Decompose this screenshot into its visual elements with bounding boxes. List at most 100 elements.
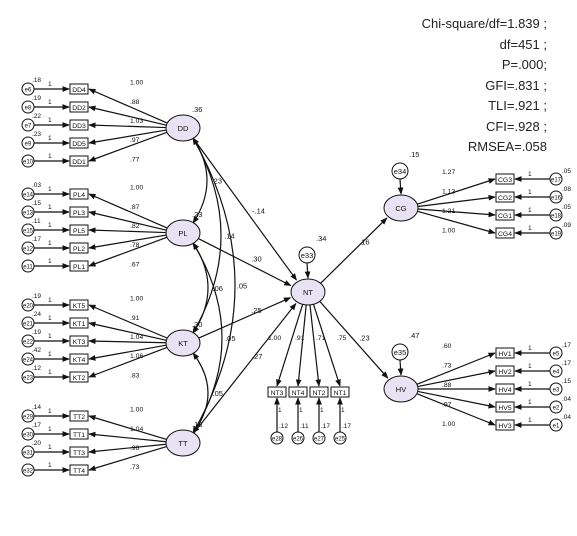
loading-path (88, 122, 167, 129)
disturbance-label: e33 (301, 251, 314, 260)
loading-coef: .67 (130, 261, 140, 268)
latent-node (290, 278, 326, 306)
loading-coef: .73 (130, 464, 140, 471)
error-term (21, 205, 35, 219)
latent-node (165, 329, 201, 357)
error-term (21, 298, 35, 312)
error-label: e16 (551, 196, 562, 202)
latent-node (383, 194, 419, 222)
indicator-r2: .22 (32, 113, 41, 120)
covariance-arc (192, 352, 209, 434)
fit-cfi: CFI=.928 ; (485, 118, 547, 134)
loading-coef: .96 (130, 445, 140, 452)
indicator-r2: .18 (32, 77, 41, 84)
latent-node (165, 219, 201, 247)
disturbance-label: e35 (394, 348, 407, 357)
indicator-box (69, 260, 89, 272)
indicator-r2: .17 (321, 423, 330, 430)
error-label: e24 (23, 358, 34, 364)
indicator-label: HV2 (498, 369, 511, 376)
error-fixed-one: 1 (299, 407, 303, 414)
indicator-r2: .08 (562, 186, 571, 193)
covariance-coef: .05 (213, 389, 223, 398)
error-label: e10 (23, 160, 34, 166)
error-term (21, 187, 35, 201)
error-label: e4 (553, 370, 560, 376)
indicator-r2: .12 (279, 423, 288, 430)
loading-coef: .71 (316, 335, 326, 342)
loading-coef: .75 (337, 335, 347, 342)
indicator-r2: .17 (32, 422, 41, 429)
loading-coef: 1.00 (130, 80, 143, 87)
loading-path (295, 304, 307, 387)
error-label: e1 (553, 424, 560, 430)
error-fixed-one: 1 (48, 369, 52, 376)
covariance-coef: .05 (237, 282, 247, 291)
error-label: e25 (335, 437, 346, 443)
indicator-r2: .17 (342, 423, 351, 430)
error-label: e29 (23, 415, 34, 421)
latent-label: TT (178, 439, 188, 448)
error-fixed-one: 1 (48, 204, 52, 211)
loading-coef: 1.00 (268, 335, 281, 342)
path-coef: .27 (252, 352, 262, 361)
indicator-r2: .23 (32, 131, 41, 138)
indicator-label: KT2 (73, 375, 86, 382)
error-term (21, 100, 35, 114)
latent-label: DD (178, 124, 189, 133)
error-label: e17 (551, 178, 562, 184)
loading-coef: .88 (442, 382, 452, 389)
loading-path (88, 443, 167, 455)
loading-coef: 1.04 (130, 334, 143, 341)
error-term (21, 427, 35, 441)
error-fixed-one: 1 (48, 186, 52, 193)
indicator-r2: .17 (32, 236, 41, 243)
error-fixed-one: 1 (528, 171, 532, 178)
indicator-label: TT1 (73, 432, 85, 439)
indicator-label: CG1 (498, 213, 512, 220)
loading-path (88, 415, 167, 440)
loading-coef: .77 (130, 156, 140, 163)
disturbance-path (304, 262, 311, 279)
error-term (549, 226, 563, 240)
indicator-box (69, 101, 89, 113)
indicator-box (309, 386, 329, 398)
loading-path (416, 352, 496, 385)
error-term (21, 463, 35, 477)
indicator-label: HV1 (498, 351, 511, 358)
regression-path (192, 137, 297, 281)
loading-coef: .83 (130, 372, 140, 379)
indicator-box (69, 335, 89, 347)
indicator-r2: .09 (562, 222, 571, 229)
fit-statistics: Chi-square/df=1.839 ; df=451 ; P=.000; G… (422, 14, 547, 158)
error-fixed-one: 1 (48, 153, 52, 160)
loading-coef: 1.00 (130, 407, 143, 414)
error-label: e23 (23, 376, 34, 382)
loading-coef: 1.13 (442, 189, 455, 196)
error-label: e30 (23, 433, 34, 439)
error-term (21, 445, 35, 459)
indicator-label: NT1 (334, 390, 347, 397)
indicator-box (69, 206, 89, 218)
error-label: e15 (23, 229, 34, 235)
error-term (21, 352, 35, 366)
loading-path (88, 131, 168, 162)
indicator-label: PL3 (73, 210, 85, 217)
error-term (21, 241, 35, 255)
error-label: e6 (25, 88, 32, 94)
covariance-coef: .14 (224, 232, 234, 241)
indicator-box (495, 401, 515, 413)
error-label: e9 (25, 142, 32, 148)
error-term (549, 400, 563, 414)
indicator-box (495, 365, 515, 377)
regression-path (193, 302, 297, 434)
error-fixed-one: 1 (528, 189, 532, 196)
indicator-box (69, 188, 89, 200)
indicator-r2: .04 (562, 396, 571, 403)
indicator-r2: .15 (562, 378, 571, 385)
error-fixed-one: 1 (48, 297, 52, 304)
indicator-box (69, 137, 89, 149)
indicator-label: DD2 (72, 105, 86, 112)
indicator-label: PL5 (73, 228, 85, 235)
